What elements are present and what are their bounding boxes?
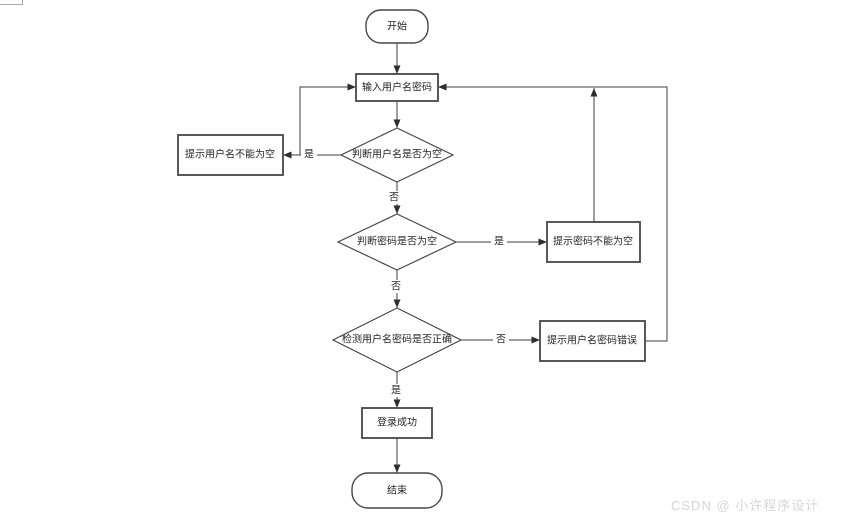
branch-label-text: 是: [494, 236, 504, 248]
prompt-username-process-shape: [177, 134, 284, 176]
csdn-watermark: CSDN @ 小许程序设计: [671, 498, 820, 513]
check-username-label: 判断用户名是否为空: [352, 148, 442, 161]
label-bg: [301, 148, 317, 161]
check-password-label: 判断密码是否为空: [357, 235, 437, 248]
node-check-password-empty: 判断密码是否为空: [336, 213, 458, 271]
page-margin-corner-mark: [0, 0, 23, 5]
branch-label-username-no: 否: [386, 191, 402, 204]
login-success-process-shape: [361, 407, 433, 439]
branch-label-text: 否: [389, 192, 399, 204]
branch-label-credentials-no: 否: [493, 333, 509, 346]
node-prompt-credentials-error: 提示用户名密码错误: [539, 320, 646, 362]
branch-label-text: 是: [391, 385, 401, 397]
check-password-decision-shape: [336, 213, 458, 271]
end-label: 结束: [387, 484, 407, 497]
check-credentials-label: 检测用户名密码是否正确: [342, 333, 452, 346]
branch-label-text: 否: [496, 334, 506, 346]
edge-prompt-error-loop-to-input: [438, 83, 668, 342]
input-label: 输入用户名密码: [362, 81, 432, 94]
edge-prompt-username-loop-to-input: [299, 83, 356, 155]
node-input-credentials: 输入用户名密码: [355, 73, 439, 102]
branch-label-text: 是: [304, 149, 314, 161]
check-credentials-decision-shape: [331, 307, 463, 373]
node-prompt-password-empty: 提示密码不能为空: [546, 221, 641, 263]
node-prompt-username-empty: 提示用户名不能为空: [177, 134, 284, 176]
node-login-success: 登录成功: [361, 407, 433, 439]
label-bg: [491, 235, 507, 248]
node-check-username-empty: 判断用户名是否为空: [339, 127, 455, 183]
check-username-decision-shape: [339, 127, 455, 183]
login-success-label: 登录成功: [377, 416, 417, 429]
prompt-error-label: 提示用户名密码错误: [547, 334, 637, 347]
end-terminator-shape: [351, 472, 443, 509]
label-bg: [388, 384, 404, 397]
prompt-error-process-shape: [539, 320, 646, 362]
branch-label-password-no: 否: [388, 280, 404, 293]
label-bg: [388, 280, 404, 293]
input-process-shape: [355, 73, 439, 102]
node-end: 结束: [351, 472, 443, 509]
label-bg: [386, 191, 402, 204]
node-start: 开始: [365, 9, 429, 44]
branch-label-username-yes: 是: [301, 148, 317, 161]
branch-label-text: 否: [391, 281, 401, 293]
branch-label-password-yes: 是: [491, 235, 507, 248]
branch-label-credentials-yes: 是: [388, 384, 404, 397]
prompt-password-process-shape: [546, 221, 641, 263]
start-label: 开始: [387, 20, 407, 33]
prompt-username-label: 提示用户名不能为空: [185, 148, 275, 161]
prompt-password-label: 提示密码不能为空: [553, 235, 633, 248]
node-check-credentials-correct: 检测用户名密码是否正确: [331, 307, 463, 373]
start-terminator-shape: [365, 9, 429, 44]
label-bg: [493, 333, 509, 346]
